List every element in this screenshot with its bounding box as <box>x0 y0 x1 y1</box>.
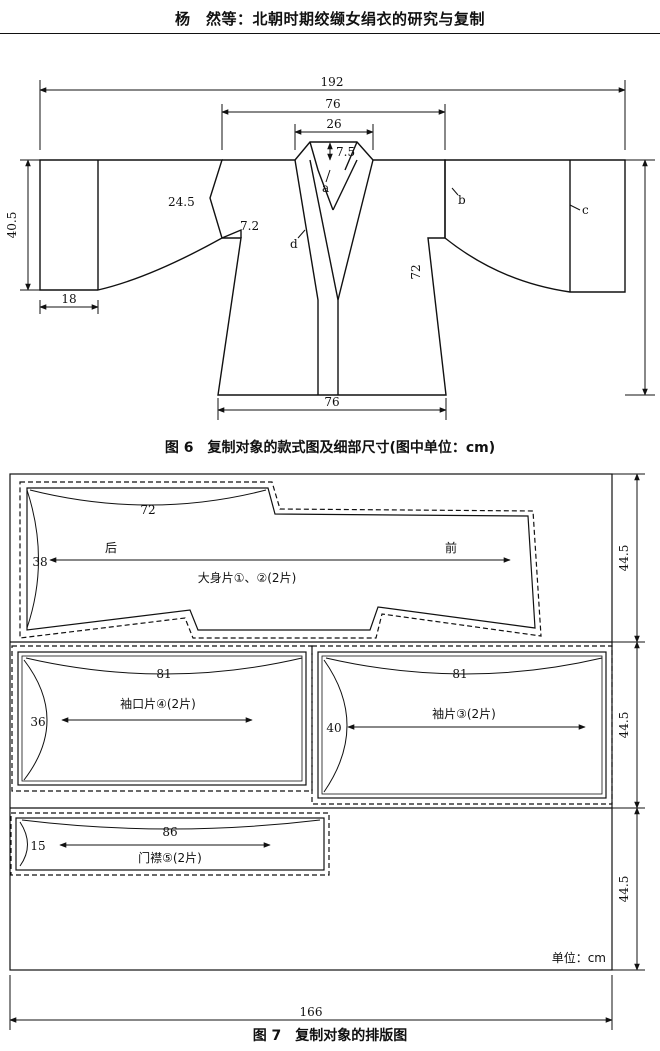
placket-piece-name: 门襟⑤(2片) <box>138 850 202 865</box>
label-a: a <box>322 181 329 195</box>
cuff-length: 81 <box>156 667 171 681</box>
row-height-1: 44.5 <box>617 545 631 572</box>
row-height-2: 44.5 <box>617 712 631 739</box>
figure6-garment <box>39 141 626 396</box>
placket-piece-seam <box>10 812 330 876</box>
neck-inner <box>309 141 334 211</box>
body-front-label: 前 <box>445 540 457 555</box>
cuff-piece-inner <box>21 655 303 782</box>
sleeve-piece-seam <box>311 645 613 805</box>
figure6-labels: 192 76 26 7.5 40.5 18 24.5 7.2 72 76 a b… <box>5 75 589 409</box>
body-back-label: 后 <box>105 541 117 555</box>
dim-166: 166 <box>300 1005 323 1019</box>
label-d: d <box>290 237 298 251</box>
page-header: 杨 然等：北朝时期绞缬女绢衣的研究与复制 <box>0 0 660 34</box>
label-c: c <box>582 203 589 217</box>
body-length: 72 <box>140 503 155 517</box>
right-sleeve <box>444 159 626 293</box>
sleeve-piece <box>317 651 607 799</box>
placket-piece-top-curve <box>21 819 321 830</box>
dim-24-5: 24.5 <box>168 195 195 209</box>
running-title: 杨 然等：北朝时期绞缬女绢衣的研究与复制 <box>174 10 485 28</box>
body-outline <box>217 141 447 396</box>
cuff-piece <box>17 651 307 786</box>
dim-72-body: 72 <box>409 264 423 279</box>
cuff-piece-name: 袖口片④(2片) <box>120 696 196 711</box>
placket-piece-curve <box>19 821 28 867</box>
right-lapel-inner <box>332 159 358 211</box>
sleeve-piece-name: 袖片③(2片) <box>432 706 496 721</box>
body-piece-name: 大身片①、②(2片) <box>198 570 297 585</box>
sleeve-length: 81 <box>452 667 467 681</box>
right-lapel-outer <box>337 159 374 395</box>
left-sleeve <box>39 159 223 291</box>
fabric-outline <box>9 473 613 971</box>
header-rule <box>0 33 660 34</box>
label-b: b <box>458 193 466 207</box>
dim-192: 192 <box>321 75 344 89</box>
figure7-dimensions <box>9 473 645 1030</box>
sleeve-width: 40 <box>326 721 341 735</box>
figure7-labels: 72 38 后 前 大身片①、②(2片) 81 36 袖口片④(2片) 81 4… <box>30 503 631 1019</box>
body-piece-seam <box>19 481 542 639</box>
cuff-piece-curve <box>23 659 48 781</box>
left-lapel-inner <box>309 159 339 301</box>
sleeve-piece-curve <box>323 659 348 793</box>
cuff-piece-top-curve <box>25 657 303 675</box>
unit-label: 单位：cm <box>552 950 606 965</box>
body-piece-curve <box>26 489 39 629</box>
figure6-dimensions <box>20 80 655 420</box>
right-lapel-inner2 <box>344 141 358 171</box>
dim-7-5: 7.5 <box>336 145 355 159</box>
sleeve-piece-top-curve <box>325 657 603 675</box>
figure7-caption: 图 7 复制对象的排版图 <box>252 1028 408 1044</box>
placket-width: 15 <box>30 839 45 853</box>
dim-26: 26 <box>326 117 341 131</box>
dim-18: 18 <box>61 292 76 306</box>
sleeve-piece-inner <box>321 655 603 795</box>
figure6-caption: 图 6 复制对象的款式图及细部尺寸(图中单位：cm) <box>164 440 496 456</box>
row-height-3: 44.5 <box>617 876 631 903</box>
left-lapel-outer <box>294 159 319 395</box>
left-underarm-notch <box>221 228 242 239</box>
body-piece-top-curve <box>29 489 267 506</box>
placket-piece <box>15 817 325 871</box>
dim-76-hem: 76 <box>324 395 339 409</box>
dim-40-5: 40.5 <box>5 212 19 239</box>
placket-length: 86 <box>162 825 177 839</box>
figure7-layout <box>9 473 613 971</box>
dim-7-2: 7.2 <box>240 219 259 233</box>
body-width: 38 <box>32 555 47 569</box>
dim-76-top: 76 <box>325 97 340 111</box>
cuff-width: 36 <box>30 715 45 729</box>
body-piece <box>26 487 536 631</box>
